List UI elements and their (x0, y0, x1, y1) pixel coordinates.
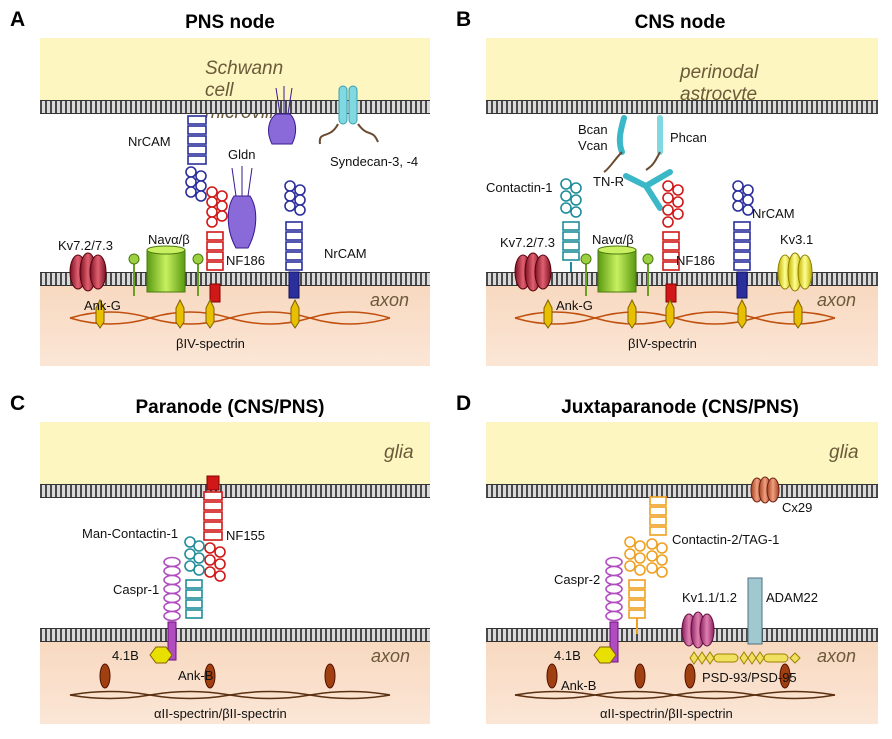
label-syndecan-a: Syndecan-3, -4 (330, 154, 419, 169)
glia-region-b (486, 38, 878, 100)
label-spectrin-c: αII-spectrin/βII-spectrin (154, 706, 287, 721)
axon-label-c: axon (371, 646, 411, 666)
ecm-proteins-b (603, 115, 673, 211)
label-nrcam-bottom-a: NrCAM (324, 246, 367, 261)
kv11-channel-d (681, 611, 715, 649)
panel-letter-d: D (456, 392, 472, 415)
panel-letter-b: B (456, 8, 472, 31)
glial-membrane-c (40, 484, 430, 498)
label-nf186-b: NF186 (676, 253, 716, 268)
label-nrcam-top-a: NrCAM (128, 134, 171, 149)
nf155-c (203, 475, 226, 582)
axon-label-b: axon (817, 290, 857, 310)
label-gldn-a: Gldn (228, 147, 256, 162)
nrcam-bottom-a (284, 180, 306, 299)
kv31-channel-b (777, 252, 813, 292)
panel-d-art (514, 476, 836, 700)
caspr1-c (163, 556, 181, 661)
axon-region-b (486, 286, 878, 366)
nf186-b (662, 180, 684, 303)
label-nrcam-b: NrCAM (752, 206, 795, 221)
cx29-d (750, 476, 780, 504)
nrcam-top-a (185, 115, 207, 202)
b41-c (149, 646, 173, 664)
label-bcan-b: Bcan (578, 122, 608, 137)
label-tnr-b: TN-R (593, 174, 625, 189)
psd-scaffold-d (689, 651, 801, 665)
axon-membrane-a (40, 272, 430, 286)
label-mancontactin1-c: Man-Contactin-1 (82, 526, 179, 541)
label-nf155-c: NF155 (226, 528, 266, 543)
contactin2-glial-d (646, 496, 668, 578)
label-nav-b: Navα/β (592, 232, 634, 247)
glia-region-c (40, 422, 430, 484)
nf186-a (206, 186, 228, 303)
panel-a-art (69, 85, 391, 329)
caspr2-d (605, 556, 623, 663)
glia-label-c: glia (384, 442, 414, 463)
label-adam22-d: ADAM22 (766, 590, 819, 605)
panel-b-title: CNS node (634, 12, 726, 33)
label-contactin1-b: Contactin-1 (486, 180, 553, 195)
label-contactin2-d: Contactin-2/TAG-1 (672, 532, 780, 547)
label-ankb-c: Ank-B (178, 668, 214, 683)
panel-c-art (69, 475, 391, 700)
glial-membrane-a (40, 100, 430, 114)
axon-membrane-c (40, 628, 430, 642)
label-spectrin-a: βIV-spectrin (176, 336, 245, 351)
contactin2-axonal-d (624, 536, 646, 634)
ankb-spectrin-d (514, 663, 836, 700)
gldn-a (227, 166, 257, 249)
ankb-spectrin-c (69, 663, 391, 700)
label-ankg-a: Ank-G (84, 298, 121, 313)
glia-region-a (40, 38, 430, 100)
label-kv7-b: Kv7.2/7.3 (500, 235, 555, 250)
label-nav-a: Navα/β (148, 232, 190, 247)
contactin1-b (560, 178, 582, 272)
kv7-channel-a (69, 252, 107, 292)
panel-b-art (514, 115, 836, 329)
ankg-spectrin-a (69, 298, 391, 329)
adam22-d (747, 577, 763, 645)
glia-region-d (486, 422, 878, 484)
label-ankb-d: Ank-B (561, 678, 597, 693)
label-spectrin-d: αII-spectrin/βII-spectrin (600, 706, 733, 721)
label-nf186-a: NF186 (226, 253, 266, 268)
label-ankg-b: Ank-G (556, 298, 593, 313)
axon-region-a (40, 286, 430, 366)
label-b41-d: 4.1B (554, 648, 581, 663)
nav-channel-a (128, 245, 204, 296)
label-kv31-b: Kv3.1 (780, 232, 814, 247)
label-caspr2-d: Caspr-2 (554, 572, 601, 587)
label-kv7-a: Kv7.2/7.3 (58, 238, 113, 253)
axon-label-d: axon (817, 646, 857, 666)
glia-label-b: perinodal astrocyte (680, 62, 759, 105)
label-psd-d: PSD-93/PSD-95 (702, 670, 797, 685)
nrcam-b (732, 180, 754, 299)
glial-membrane-d (486, 484, 878, 498)
label-spectrin-b: βIV-spectrin (628, 336, 697, 351)
ankg-spectrin-b (514, 298, 836, 329)
glia-label-d: glia (829, 442, 859, 463)
label-phcan-b: Phcan (670, 130, 707, 145)
man-contactin1-c (184, 536, 205, 619)
panel-a-title: PNS node (185, 12, 275, 33)
label-caspr1-c: Caspr-1 (113, 582, 160, 597)
panel-c-title: Paranode (CNS/PNS) (135, 397, 325, 418)
glial-membrane-b (486, 100, 878, 114)
b41-d (593, 646, 617, 664)
panel-d-title: Juxtaparanode (CNS/PNS) (561, 397, 799, 418)
syndecan-a (318, 85, 379, 145)
label-kv11-d: Kv1.1/1.2 (682, 590, 737, 605)
panel-letter-a: A (10, 8, 26, 31)
label-vcan-b: Vcan (578, 138, 608, 153)
kv7-channel-b (514, 252, 552, 292)
panel-letter-c: C (10, 392, 26, 415)
label-cx29-d: Cx29 (782, 500, 813, 515)
label-b41-c: 4.1B (112, 648, 139, 663)
nav-channel-b (580, 245, 654, 296)
axon-label-a: axon (370, 290, 410, 310)
gldn-glial-a (268, 86, 297, 145)
